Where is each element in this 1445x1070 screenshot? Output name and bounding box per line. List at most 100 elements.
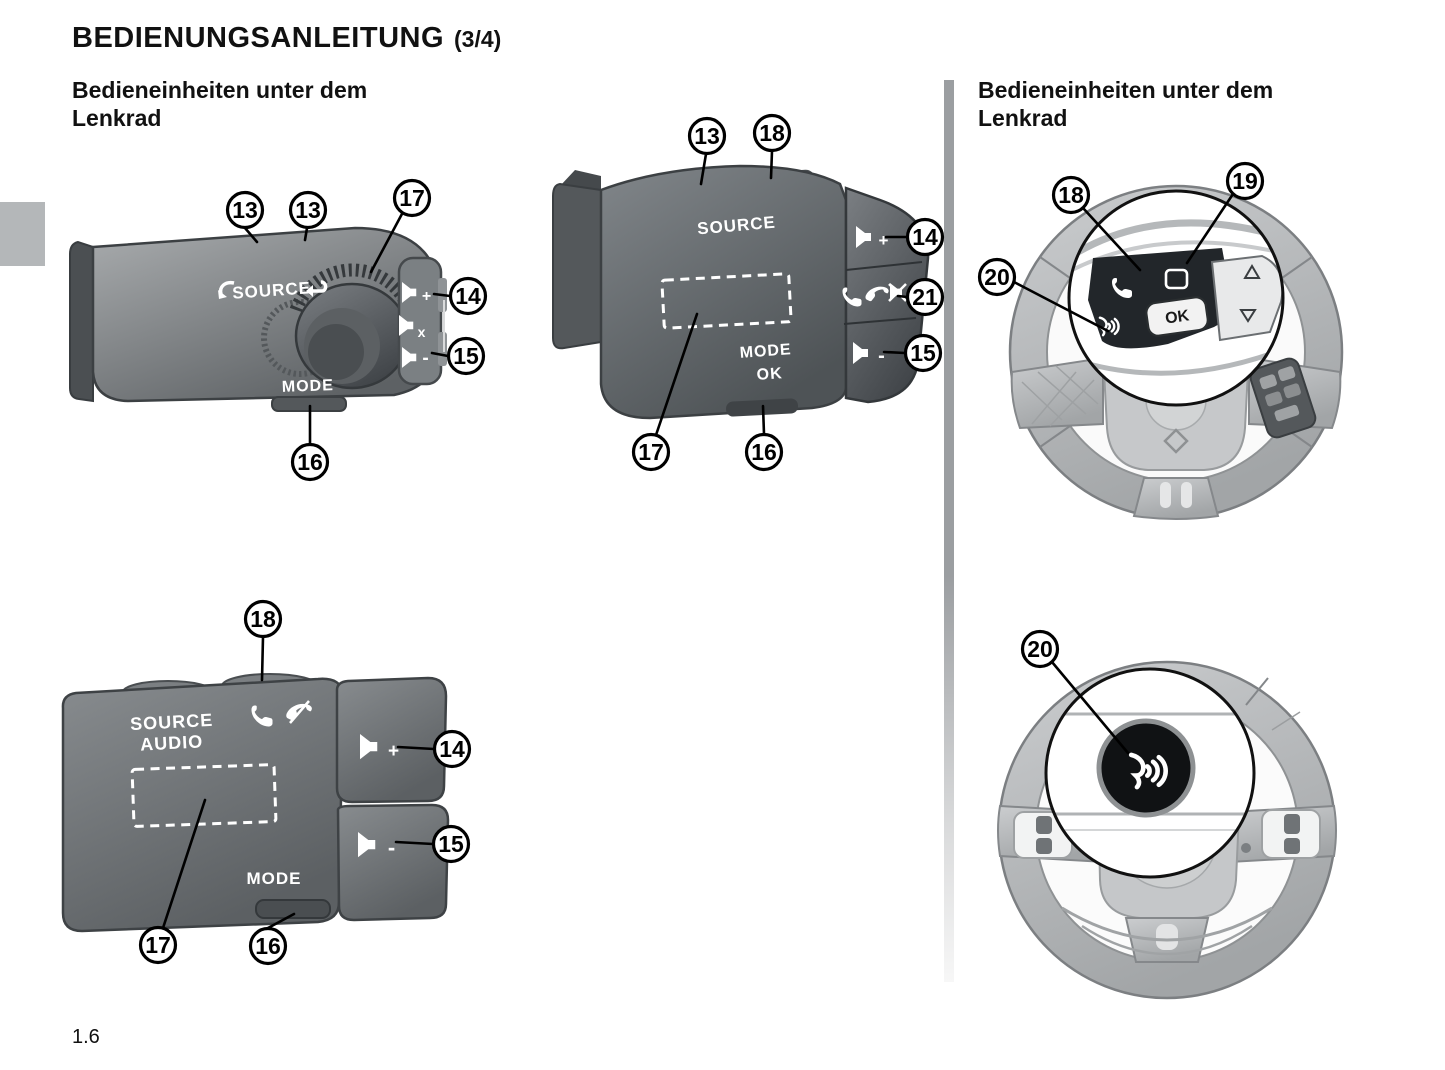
svg-text:17: 17 [638, 439, 664, 465]
volume-down-rocker [336, 803, 450, 922]
svg-text:17: 17 [399, 185, 425, 211]
stalk-bracket [552, 182, 602, 350]
ok-label: OK [1164, 307, 1191, 327]
svg-text:20: 20 [1027, 636, 1053, 662]
source-label: SOURCE [130, 710, 214, 734]
callout-18: 18 [1051, 175, 1091, 215]
svg-text:15: 15 [910, 340, 936, 366]
svg-text:14: 14 [439, 736, 465, 762]
callout-13: 13 [288, 190, 328, 230]
page-title: BEDIENUNGSANLEITUNG (3/4) [72, 22, 501, 55]
callout-19: 19 [1225, 161, 1265, 201]
right-spoke-button [1284, 838, 1300, 854]
svg-text:16: 16 [255, 933, 281, 959]
section-edge-tab [0, 202, 45, 266]
svg-text:14: 14 [455, 283, 481, 309]
svg-text:18: 18 [759, 120, 785, 146]
svg-text:17: 17 [145, 932, 171, 958]
svg-text:21: 21 [912, 284, 938, 310]
ok-label: OK [756, 365, 783, 384]
page-title-part: (3/4) [454, 26, 502, 52]
magnifier-inset: OK [1069, 191, 1283, 405]
stalk-diagram-bottom-left: SOURCE AUDIO MODE + - 18 14 15 17 16 [61, 599, 472, 966]
menu-down-icon [1239, 309, 1257, 323]
callout-15: 15 [903, 333, 943, 373]
scroll-thumbwheel [289, 263, 415, 313]
hangup-slash [289, 700, 310, 724]
left-column-heading: Bedieneinheiten unter dem Lenkrad [72, 76, 367, 132]
svg-text:15: 15 [438, 831, 464, 857]
stalk-body [599, 164, 848, 420]
mute-sign: x [418, 324, 427, 340]
svg-text:19: 19 [1232, 168, 1258, 194]
plus-sign: + [422, 288, 432, 305]
minus-sign: - [878, 345, 886, 367]
callout-15: 15 [431, 824, 471, 864]
steering-wheel-top-right: OK 18 19 20 [977, 161, 1344, 520]
left-spoke-button [1036, 838, 1052, 854]
callout-20: 20 [977, 257, 1017, 297]
right-column-heading: Bedieneinheiten unter dem Lenkrad [978, 76, 1273, 132]
button-separator [845, 261, 923, 271]
left-heading-line2: Lenkrad [72, 105, 162, 131]
svg-text:18: 18 [1058, 182, 1084, 208]
mode-label: MODE [739, 341, 792, 362]
callout-17: 17 [138, 925, 178, 965]
minus-sign: - [422, 348, 429, 369]
display-zone [130, 763, 278, 828]
magnifier-outline [1067, 189, 1285, 407]
stalk-diagram-top-middle: SOURCE MODE OK + - 13 18 14 21 15 [552, 113, 945, 472]
spoke-slot [1181, 482, 1192, 508]
lower-rim-trim [1081, 924, 1253, 956]
mode-label: MODE [247, 869, 302, 888]
right-heading-line1: Bedieneinheiten unter dem [978, 77, 1274, 103]
left-heading-line1: Bedieneinheiten unter dem [72, 77, 368, 103]
svg-text:18: 18 [250, 606, 276, 632]
callout-17: 17 [392, 178, 432, 218]
callout-18: 18 [243, 599, 283, 639]
callout-14: 14 [448, 276, 488, 316]
bottom-spoke [1132, 477, 1220, 520]
display-zone [660, 272, 793, 330]
callout-16: 16 [290, 442, 330, 482]
svg-text:16: 16 [751, 439, 777, 465]
callout-15: 15 [446, 336, 486, 376]
svg-text:13: 13 [295, 197, 321, 223]
left-spoke-button [1036, 816, 1052, 834]
callout-16: 16 [248, 926, 288, 966]
lower-rim-trim [1061, 906, 1273, 942]
mode-label: MODE [282, 377, 335, 396]
svg-text:13: 13 [232, 197, 258, 223]
svg-text:15: 15 [453, 343, 479, 369]
plus-sign: + [388, 741, 400, 762]
spoke-dot [1241, 843, 1251, 853]
screen-icon [1164, 268, 1189, 290]
stalk-diagram-top-left: SOURCE + x - MODE 13 13 17 14 15 1 [69, 178, 488, 482]
menu-up-icon [1243, 264, 1261, 279]
magnifier-outline [1044, 667, 1256, 879]
stalk-bracket [69, 240, 94, 403]
callout-13: 13 [225, 190, 265, 230]
callout-14: 14 [432, 729, 472, 769]
plus-sign: + [879, 231, 890, 250]
svg-text:20: 20 [984, 264, 1010, 290]
right-spoke-button [1284, 814, 1300, 834]
rocker-end [438, 332, 447, 366]
right-spoke-control-pod [1249, 357, 1317, 439]
steering-wheel-bottom-right: 20 [997, 629, 1337, 1000]
button-separator [843, 317, 917, 325]
audio-label: AUDIO [140, 731, 204, 754]
spoke-slot [1156, 924, 1178, 950]
scroll-pod [1210, 254, 1283, 342]
brand-diamond-logo [1163, 428, 1189, 454]
rim-seam [1271, 711, 1301, 731]
left-spoke-texture [1021, 365, 1099, 427]
rotary-knob-core [308, 324, 364, 380]
callout-18: 18 [752, 113, 792, 153]
callout-20: 20 [1020, 629, 1060, 669]
svg-text:14: 14 [912, 224, 938, 250]
spoke-slot [1160, 482, 1171, 508]
callout-14: 14 [905, 217, 945, 257]
